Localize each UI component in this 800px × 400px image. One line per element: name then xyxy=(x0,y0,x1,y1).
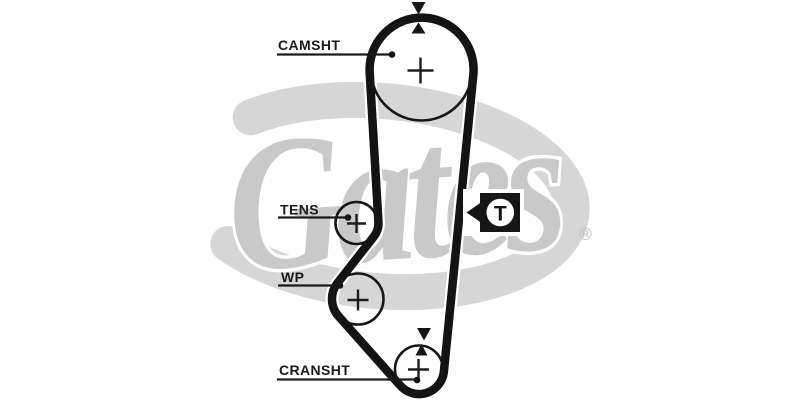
camshaft-timing-arrow-down-icon xyxy=(411,2,426,15)
crankshaft-leader-dot xyxy=(413,376,421,384)
crankshaft-timing-arrow-up-icon xyxy=(415,344,428,356)
water-pump-leader-dot xyxy=(336,282,344,289)
camshaft-center-cross xyxy=(407,57,434,84)
camshaft-callout: CAMSHT xyxy=(277,37,396,58)
tensioner-center-cross xyxy=(347,214,366,233)
timing-mark-circle xyxy=(486,198,515,227)
timing-mark-letter: T xyxy=(494,203,507,226)
watermark-swoosh-oval xyxy=(210,81,590,311)
crankshaft-center-cross xyxy=(408,359,429,380)
water-pump-pulley xyxy=(331,272,385,326)
tensioner-callout: TENS xyxy=(278,202,352,221)
timing-mark-left-arrow-icon xyxy=(466,202,481,223)
camshaft-label: CAMSHT xyxy=(278,37,340,53)
crankshaft-timing-arrow-down-icon xyxy=(417,328,431,341)
camshaft-pulley xyxy=(369,18,474,122)
water-pump-callout: WP xyxy=(278,269,344,289)
camshaft-timing-arrow-up-icon xyxy=(411,22,426,34)
camshaft-leader-dot xyxy=(388,51,396,58)
water-pump-label: WP xyxy=(281,269,304,285)
timing-mark-indicator: T xyxy=(463,189,524,236)
tensioner-leader-dot xyxy=(344,214,352,221)
water-pump-center-cross xyxy=(347,289,369,311)
crankshaft-pulley xyxy=(393,344,445,395)
registered-trademark-symbol: ® xyxy=(577,225,594,245)
crankshaft-label: CRANSHT xyxy=(279,362,350,378)
crankshaft-callout: CRANSHT xyxy=(277,362,421,384)
tensioner-label: TENS xyxy=(280,202,319,218)
gates-watermark: Gates ® xyxy=(210,73,594,316)
tensioner-pulley xyxy=(334,200,379,246)
